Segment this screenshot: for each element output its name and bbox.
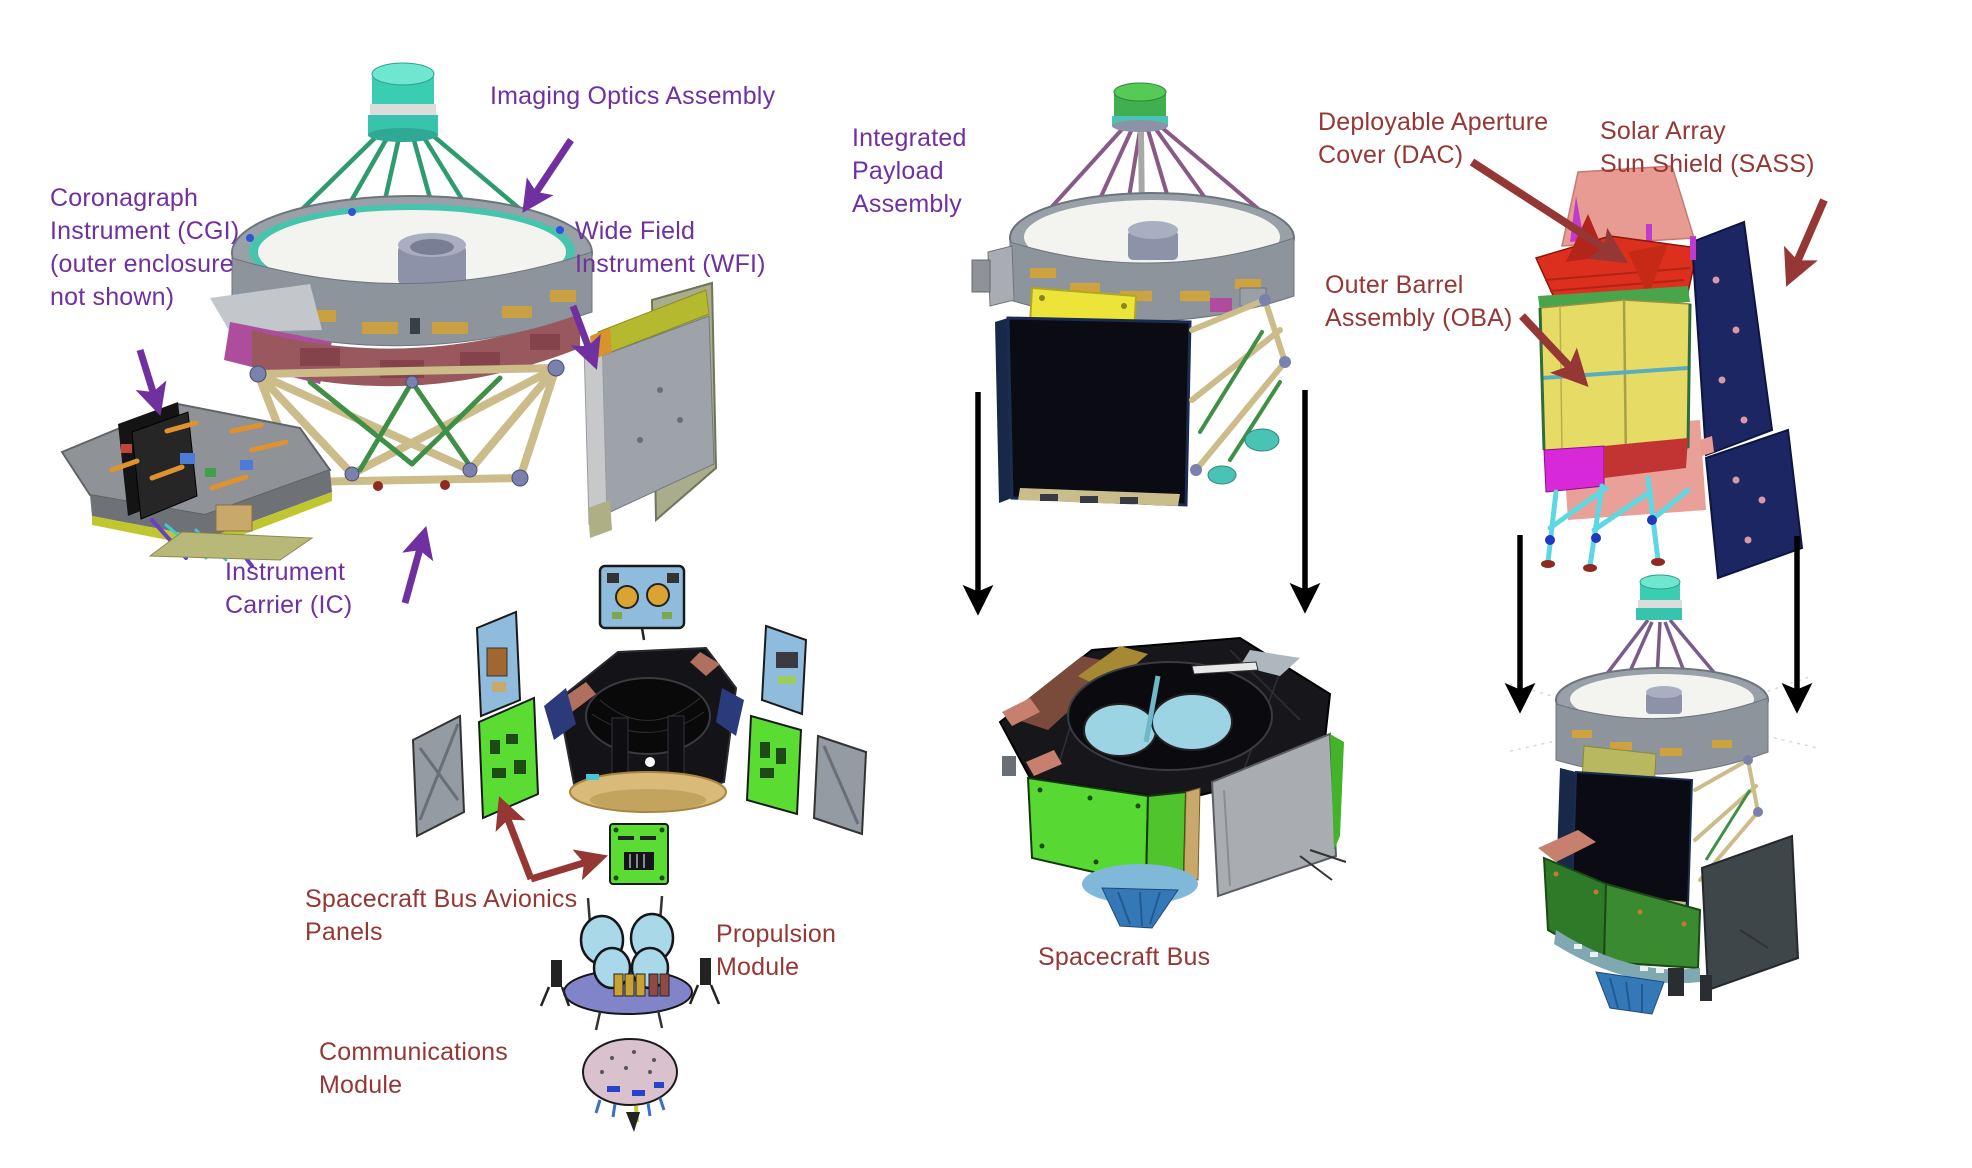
imaging-optics-assembly-arrow bbox=[522, 138, 574, 213]
wide-field-instrument-arrow bbox=[569, 304, 601, 370]
wide-field-instrument-render bbox=[583, 281, 718, 538]
ipa-secondary-assembly bbox=[1112, 82, 1168, 132]
spacecraft-bus-label: Spacecraft Bus bbox=[1038, 943, 1211, 971]
arrows-layer bbox=[135, 138, 1828, 883]
communications-module-label: Communications Module bbox=[319, 1038, 508, 1099]
imaging-optics-assembly-label: Imaging Optics Assembly bbox=[490, 82, 776, 110]
coronagraph-instrument-label: Coronagraph Instrument (CGI) (outer encl… bbox=[50, 184, 240, 311]
wide-field-instrument-label: Wide Field Instrument (WFI) bbox=[575, 217, 766, 278]
propulsion-module-label: Propulsion Module bbox=[716, 920, 837, 981]
outer-barrel-part bbox=[1538, 299, 1692, 463]
avionics-panel-green-left bbox=[477, 696, 540, 820]
propellant-tank-right bbox=[1151, 693, 1233, 751]
reaction-wheel-panel bbox=[598, 564, 686, 641]
solar-array-sun-shield-label: Solar Array Sun Shield (SASS) bbox=[1600, 117, 1815, 178]
assembled-observatory-render bbox=[1505, 574, 1819, 1015]
outer-barrel-assembly-label: Outer Barrel Assembly (OBA) bbox=[1325, 271, 1513, 332]
coronagraph-arrow bbox=[135, 348, 167, 417]
avionics-panel-green-right bbox=[745, 714, 803, 816]
avionics-panels-arrow bbox=[495, 796, 609, 883]
propulsion-module-render bbox=[539, 895, 721, 1031]
structure-panel-gray-left bbox=[411, 714, 466, 838]
oba-legs bbox=[1545, 475, 1691, 569]
bus-structure-core bbox=[544, 646, 744, 813]
instrument-carrier-label: Instrument Carrier (IC) bbox=[225, 558, 353, 619]
integrated-payload-assembly-label: Integrated Payload Assembly bbox=[852, 124, 967, 218]
observatory-bus-door bbox=[1700, 834, 1800, 992]
ioa-ring-wall bbox=[210, 251, 593, 387]
outer-barrel-assembly-arrow bbox=[1519, 313, 1589, 388]
communications-module-render bbox=[582, 1038, 678, 1132]
spacecraft-bus-render bbox=[998, 636, 1347, 929]
ioa-secondary-assembly bbox=[368, 62, 438, 142]
coronagraph-instrument-render bbox=[60, 402, 332, 568]
avionics-panel-blue-right bbox=[760, 624, 808, 716]
solar-array-sun-shield-part bbox=[1690, 220, 1804, 580]
spacecraft-bus-avionics-panels-label: Spacecraft Bus Avionics Panels bbox=[305, 885, 578, 946]
exploded-spacecraft-bus-render bbox=[411, 564, 868, 885]
deployable-aperture-cover-arrow bbox=[1469, 158, 1629, 264]
integrated-payload-assembly-render bbox=[971, 82, 1295, 507]
solar-array-sun-shield-arrow bbox=[1784, 198, 1828, 287]
avionics-panel-green-bottom bbox=[609, 823, 669, 885]
structure-panel-gray-right bbox=[812, 734, 868, 836]
propellant-tank-left bbox=[1083, 703, 1157, 757]
bus-gray-door bbox=[1210, 732, 1338, 898]
bus-green-panels bbox=[1026, 776, 1188, 886]
observatory-secondary bbox=[1636, 574, 1682, 620]
deployable-aperture-cover-label: Deployable Aperture Cover (DAC) bbox=[1318, 108, 1549, 169]
imaging-optics-assembly-render bbox=[210, 62, 593, 491]
outer-barrel-assembly-render bbox=[1534, 165, 1804, 580]
instrument-carrier-arrow bbox=[401, 525, 434, 604]
